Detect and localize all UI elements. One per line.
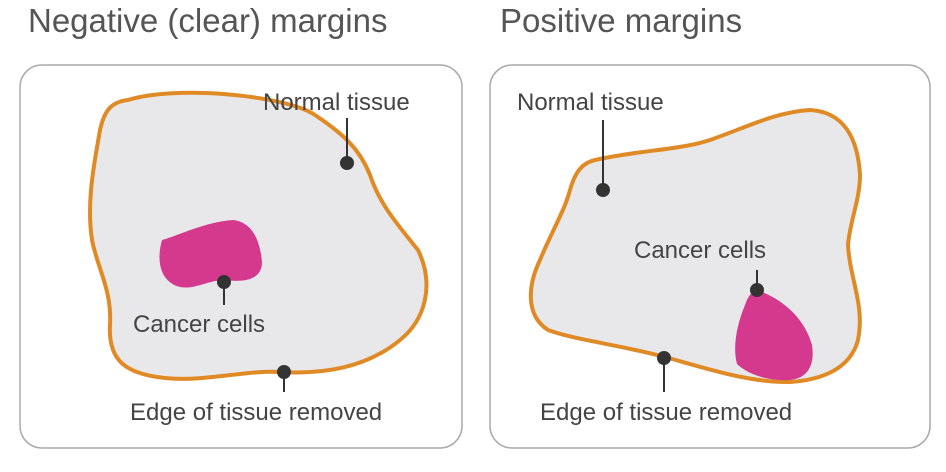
edge-label: Edge of tissue removed [130,399,382,426]
panel-title-positive-margins: Positive margins [500,2,743,39]
edge-label: Edge of tissue removed [540,399,792,426]
positive-margins-panel: Normal tissue Cancer cells Edge of tissu… [489,64,931,449]
cancer-cells-marker [750,283,764,297]
panel-frame [19,64,463,449]
panel-title-negative-margins: Negative (clear) margins [28,2,388,39]
normal-tissue-marker [596,183,610,197]
cancer-cells-blob [735,290,813,381]
cancer-cells-label: Cancer cells [634,237,766,264]
normal-tissue-marker [340,156,354,170]
normal-tissue-label: Normal tissue [517,89,664,116]
cancer-cells-blob [159,220,262,288]
negative-margins-panel: Normal tissue Cancer cells Edge of tissu… [19,64,463,449]
panel-frame [489,64,931,449]
normal-tissue-label: Normal tissue [263,89,410,116]
cancer-cells-label: Cancer cells [133,311,265,338]
